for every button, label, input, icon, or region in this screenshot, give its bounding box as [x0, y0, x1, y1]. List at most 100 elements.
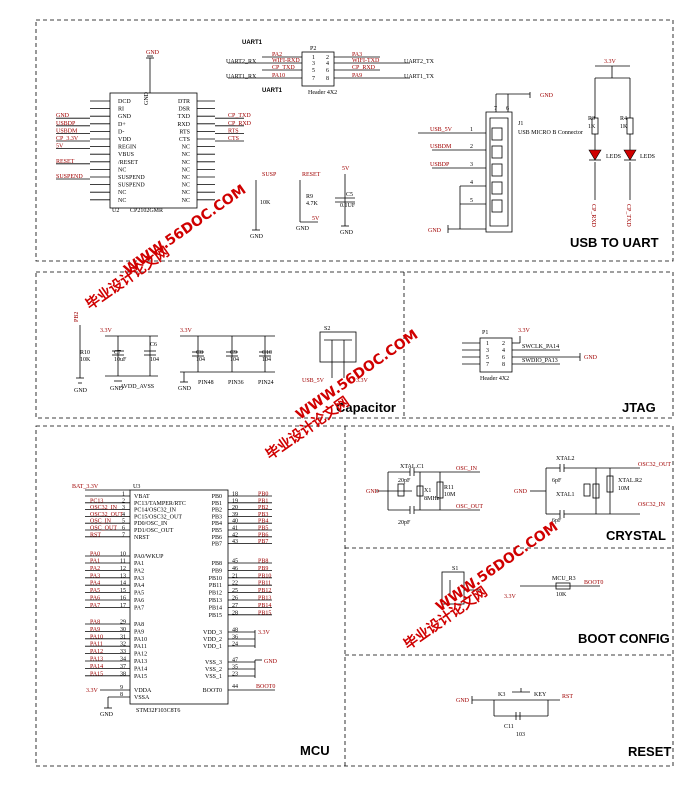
u3-pa-num: 11: [120, 559, 126, 565]
u3-vss-pin: VSS_1: [205, 674, 222, 680]
j1-ref: J1: [518, 121, 523, 127]
j1-top-pin: 7: [494, 106, 497, 112]
osc32-out: OSC32_OUT: [638, 462, 671, 468]
u2-left-pin-label: /RESET: [118, 160, 138, 166]
c11-val: 103: [516, 732, 525, 738]
u2-left-net: RESET: [56, 159, 75, 165]
boot-net: BOOT0: [584, 580, 603, 586]
u3-vssa-num: 8: [120, 692, 123, 698]
title-reset: RESET: [628, 744, 671, 759]
p2-left-net: PA2: [272, 52, 282, 58]
pin24-label: PIN24: [258, 380, 274, 386]
xtal-r2: XTAL.R2: [618, 478, 642, 484]
key-label: KEY: [534, 692, 547, 698]
u3-pb2-pin: PB11: [209, 583, 222, 589]
u3-pb2-net: PB10: [258, 573, 271, 579]
j1-top-pin: 6: [506, 106, 509, 112]
u3-pb-net: PB2: [258, 505, 268, 511]
u3-pa-pin: PA2: [134, 568, 144, 574]
r9-val: 4.7K: [306, 201, 319, 207]
s1-ref: S1: [452, 566, 458, 572]
u3-boot-net: BOOT0: [256, 684, 275, 690]
p1-pin-left: 3: [486, 348, 489, 354]
u3-pb-pin: PB3: [212, 514, 222, 520]
u3-pb-num: 43: [232, 539, 238, 545]
u3-pb2-pin: PB14: [209, 605, 222, 611]
u3-pa-net: PA4: [90, 581, 100, 587]
led-txd: [623, 149, 637, 161]
r11-val: 10M: [444, 492, 456, 498]
u3-pb-num: 42: [232, 532, 238, 538]
p2-pin-left: 7: [312, 76, 315, 82]
c8-val: 104: [196, 357, 205, 363]
u2-top-gnd-label: GND: [146, 50, 160, 56]
u3-pa2-num: 37: [120, 664, 126, 670]
u3-pb-num: 39: [232, 512, 238, 518]
title-jtag: JTAG: [622, 400, 656, 415]
p2-pin-left: 5: [312, 68, 315, 74]
r3-ref: R3: [588, 116, 595, 122]
u3-vss-num: 23: [232, 672, 238, 678]
u3-boot-num: 44: [232, 684, 238, 690]
u3-pb2-net: PB13: [258, 596, 271, 602]
xtal2-label: XTAL2: [556, 456, 575, 462]
u2-right-pin-label: DSR: [178, 107, 190, 113]
j1-pin: 4: [470, 180, 473, 186]
xtal-c1: XTAL.C1: [400, 464, 424, 470]
u3-pb-pin: PB5: [212, 528, 222, 534]
u2-right-pin-label: NC: [182, 190, 190, 196]
u3-pa2-net: PA9: [90, 627, 100, 633]
reset-gnd: GND: [456, 698, 470, 704]
vssa-gnd: GND: [100, 712, 114, 718]
u3-pa-net: PA2: [90, 566, 100, 572]
u3-vdd-num: 48: [232, 628, 238, 634]
u2-left-net: GND: [56, 113, 70, 119]
u3-pa2-net: PA10: [90, 634, 103, 640]
r2-val: 10M: [618, 486, 630, 492]
u2-part: CP2102GMR: [130, 208, 163, 214]
u3-pa-num: 15: [120, 588, 126, 594]
pin48-label: PIN48: [198, 380, 214, 386]
title-mcu: MCU: [300, 743, 330, 758]
u3-pa2-num: 30: [120, 627, 126, 633]
xtal1-label: XTAL1: [556, 492, 575, 498]
c1-val: 20pF: [398, 478, 411, 484]
osc32-in: OSC32_IN: [638, 502, 666, 508]
u2-left-pin-label: D+: [118, 122, 126, 128]
u3-pb2-num: 28: [232, 610, 238, 616]
u3-left-pin: PD1/OSC_OUT: [134, 528, 174, 534]
u3-pa-num: 13: [120, 573, 126, 579]
u3-ref: U3: [133, 484, 140, 490]
u3-pb-pin: PB1: [212, 501, 222, 507]
p1-pin-right: 6: [502, 355, 505, 361]
p2-pin-right: 6: [326, 68, 329, 74]
p2-left-net: WIFI-RXD: [272, 58, 300, 64]
osc-out: OSC_OUT: [456, 504, 483, 510]
u3-pb2-net: PB12: [258, 588, 271, 594]
u3-vss-pin: VSS_2: [205, 667, 222, 673]
u3-left-num: 4: [122, 512, 125, 518]
u2-right-pin-label: NC: [182, 152, 190, 158]
p2-right-net: PA9: [352, 73, 362, 79]
u2-left-pin-label: D-: [118, 129, 124, 135]
u3-pb-pin: PB4: [212, 521, 222, 527]
u3-vdd-num: 36: [232, 635, 238, 641]
u2-right-pin-label: RXD: [177, 122, 190, 128]
p1-part: Header 4X2: [480, 376, 509, 382]
cap-rail-2: 3.3V: [180, 328, 193, 334]
u3-pb-pin: PB0: [212, 494, 222, 500]
u2-left-pin-label: REGIN: [118, 145, 137, 151]
u3-pb2-pin: PB13: [209, 598, 222, 604]
c10-val: 104: [262, 357, 271, 363]
pb2-net: PB2: [74, 312, 80, 322]
u3-pb2-num: 26: [232, 596, 238, 602]
bat-net: BAT_3.3V: [72, 484, 99, 490]
c8-ref: C8: [196, 350, 203, 356]
u3-vdd-pin: VDD_3: [203, 630, 222, 636]
u3-pa-num: 16: [120, 596, 126, 602]
u2-left-net: SUSPEND: [56, 174, 83, 180]
u3-vdd-pin: VDD_1: [203, 644, 222, 650]
s2-3v3: 3.3V: [356, 378, 369, 384]
crystal-gnd-2: GND: [514, 489, 528, 495]
u2-left-pin-label: VBUS: [118, 152, 134, 158]
